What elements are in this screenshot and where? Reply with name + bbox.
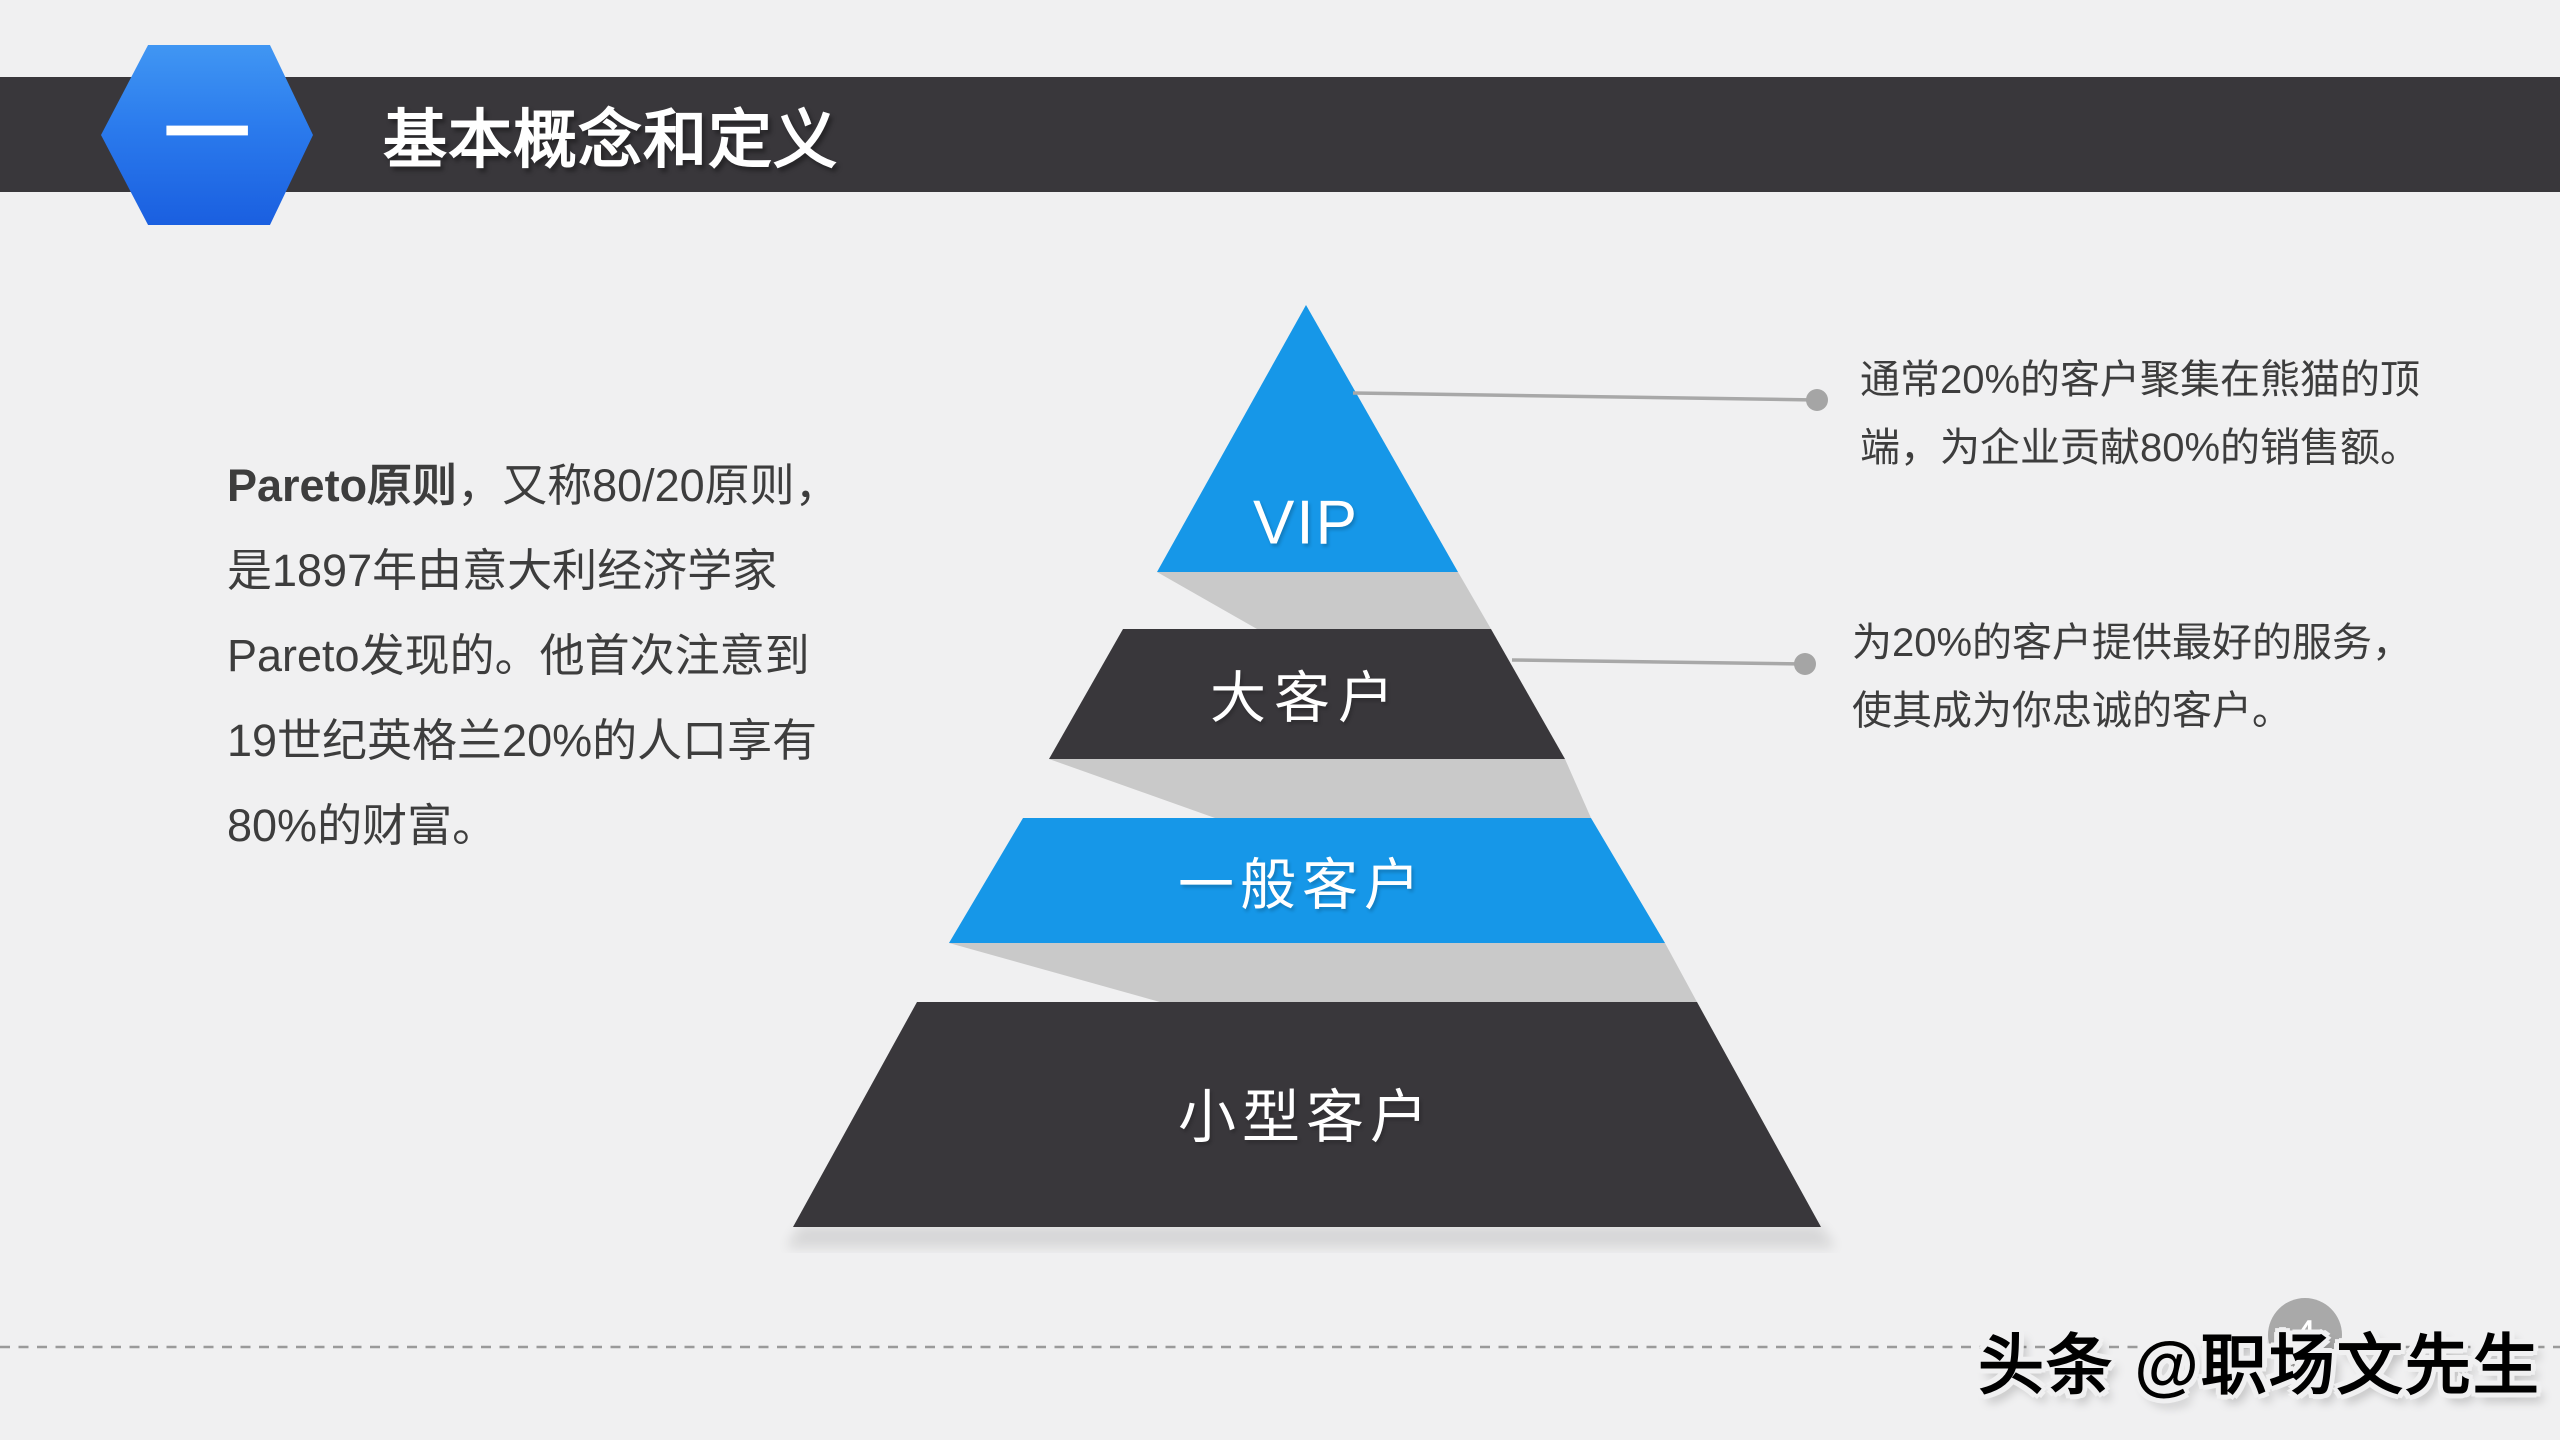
header-bar bbox=[0, 77, 2560, 192]
intro-paragraph: Pareto原则，又称80/20原则， 是1897年由意大利经济学家 Paret… bbox=[227, 443, 917, 868]
annotation-key-accounts-line-2: 使其成为你忠诚的客户。 bbox=[1852, 689, 2292, 733]
shadow-under-tier3 bbox=[949, 943, 1697, 1002]
tier-label-key-accounts: 大客户 bbox=[1210, 666, 1402, 730]
connector-dot-tier2 bbox=[1794, 653, 1816, 675]
annotation-vip-line-2: 端，为企业贡献80%的销售额。 bbox=[1860, 426, 2421, 470]
tier-3-trapezoid bbox=[949, 818, 1665, 943]
tier-label-small-customers: 小型客户 bbox=[1177, 1085, 1435, 1150]
section-hexagon-badge: 一 bbox=[101, 45, 313, 225]
intro-lead-bold: Pareto原则 bbox=[227, 460, 458, 511]
pyramid-base-soft-shadow bbox=[786, 1225, 1836, 1248]
intro-line-5: 80%的财富。 bbox=[227, 800, 498, 851]
tier-label-vip: VIP bbox=[1253, 488, 1359, 558]
annotation-key-accounts: 为20%的客户提供最好的服务， 使其成为你忠诚的客户。 bbox=[1852, 609, 2412, 745]
tier-vip-triangle bbox=[1157, 305, 1458, 572]
tier-label-general-customers: 一般客户 bbox=[1178, 853, 1426, 917]
annotation-vip: 通常20%的客户聚集在熊猫的顶 端，为企业贡献80%的销售额。 bbox=[1860, 346, 2420, 482]
section-number: 一 bbox=[164, 87, 250, 183]
page-number-badge: 4 bbox=[2268, 1298, 2342, 1372]
page-title: 基本概念和定义 bbox=[383, 103, 838, 176]
annotation-key-accounts-line-1: 为20%的客户提供最好的服务， bbox=[1852, 621, 2413, 665]
shadow-under-tier2 bbox=[1049, 759, 1591, 818]
connector-line-tier2 bbox=[1511, 658, 1806, 666]
tier-4-trapezoid bbox=[793, 1002, 1821, 1227]
intro-line-3: Pareto发现的。他首次注意到 bbox=[227, 630, 810, 681]
shadow-under-vip bbox=[1157, 572, 1491, 629]
annotation-vip-line-1: 通常20%的客户聚集在熊猫的顶 bbox=[1860, 358, 2421, 402]
connector-line-vip bbox=[1352, 391, 1818, 402]
page-number: 4 bbox=[2293, 1311, 2317, 1358]
intro-line-4: 19世纪英格兰20%的人口享有 bbox=[227, 715, 818, 766]
watermark-text: 头条 @职场文先生 bbox=[1978, 1328, 2541, 1402]
connector-dot-vip bbox=[1806, 389, 1828, 411]
intro-line-2: 是1897年由意大利经济学家 bbox=[227, 545, 778, 596]
intro-line-1-rest: ，又称80/20原则， bbox=[457, 460, 840, 511]
intro-line-1: Pareto原则，又称80/20原则， bbox=[227, 443, 917, 528]
tier-2-trapezoid bbox=[1049, 629, 1565, 759]
